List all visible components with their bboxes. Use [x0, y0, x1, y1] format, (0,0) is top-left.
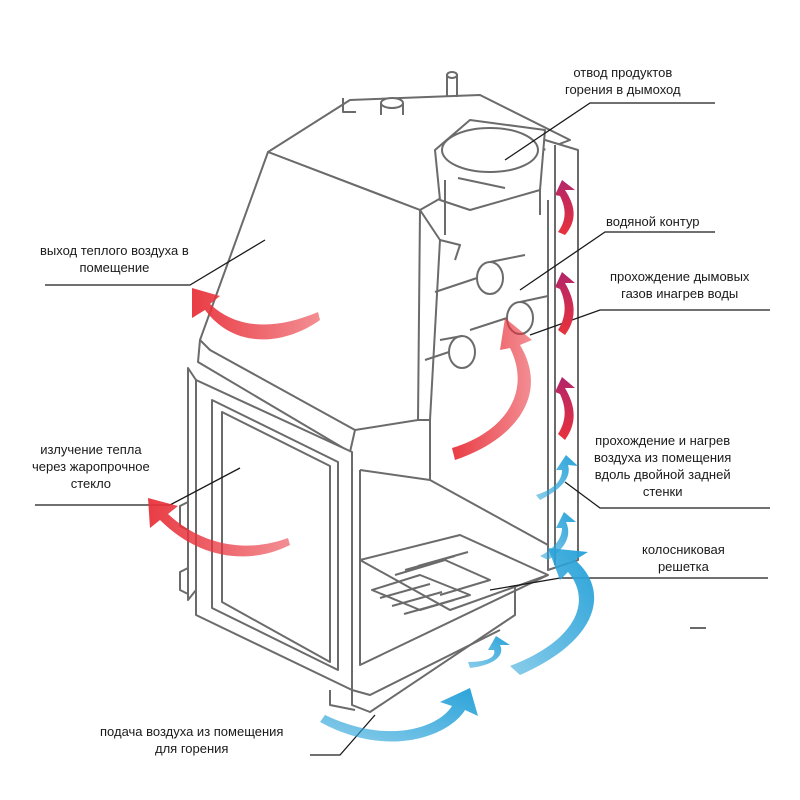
cool-air-arrow-big — [510, 548, 595, 675]
fireplace-outline — [179, 71, 579, 713]
glass-radiation-arrow — [148, 498, 290, 557]
rear-wall-arrow-2 — [555, 272, 575, 335]
airflow-arrows — [148, 180, 595, 742]
label-glass-radiation-line2: через жаропрочное — [32, 459, 150, 474]
label-water-circuit: водяной контур — [606, 213, 700, 230]
label-rear-wall-air: прохождение и нагрев воздуха из помещени… — [594, 432, 731, 500]
label-grate-line2: решетка — [657, 559, 709, 574]
leader-smoke-passage — [529, 309, 770, 336]
label-rear-wall-air-line4: стенки — [642, 484, 683, 499]
leader-warm-air-out — [45, 239, 266, 286]
label-flue-outlet-line1: отвод продуктов — [573, 65, 673, 80]
label-flue-outlet-line2: горения в дымоход — [565, 82, 681, 97]
label-grate: колосниковая решетка — [642, 541, 725, 575]
label-smoke-passage-line2: газов инагрев воды — [621, 286, 739, 301]
label-smoke-passage: прохождение дымовых газов инагрев воды — [610, 268, 749, 302]
leader-water-circuit — [519, 231, 715, 291]
rear-wall-arrow-1 — [555, 180, 575, 235]
cool-air-arrow-1 — [536, 455, 578, 500]
label-glass-radiation-line3: стекло — [70, 476, 112, 491]
label-glass-radiation: излучение тепла через жаропрочное стекло — [32, 441, 150, 492]
combustion-air-arrow — [320, 688, 478, 742]
label-grate-line1: колосниковая — [642, 542, 725, 557]
label-smoke-passage-line1: прохождение дымовых — [610, 269, 750, 284]
central-warm-arrow — [452, 318, 532, 460]
label-glass-radiation-line1: излучение тепла — [40, 442, 142, 457]
label-combustion-air-line2: для горения — [155, 741, 229, 756]
label-flue-outlet: отвод продуктов горения в дымоход — [565, 64, 681, 98]
label-rear-wall-air-line1: прохождение и нагрев — [595, 433, 731, 448]
leader-rear-wall-air — [564, 481, 770, 509]
label-combustion-air: подача воздуха из помещения для горения — [100, 723, 283, 757]
warm-air-out-arrow — [192, 288, 320, 340]
label-warm-air-out: выход теплого воздуха в помещение — [40, 242, 189, 276]
rear-wall-arrow-3 — [555, 377, 575, 440]
label-water-circuit-line1: водяной контур — [606, 214, 700, 229]
label-rear-wall-air-line2: воздуха из помещения — [594, 450, 732, 465]
label-warm-air-out-line1: выход теплого воздуха в — [40, 243, 189, 258]
cool-air-arrow-small — [468, 636, 510, 668]
label-rear-wall-air-line3: вдоль двойной задней — [594, 467, 731, 482]
label-warm-air-out-line2: помещение — [79, 260, 150, 275]
leader-flue-outlet — [504, 102, 715, 161]
label-combustion-air-line1: подача воздуха из помещения — [100, 724, 284, 739]
